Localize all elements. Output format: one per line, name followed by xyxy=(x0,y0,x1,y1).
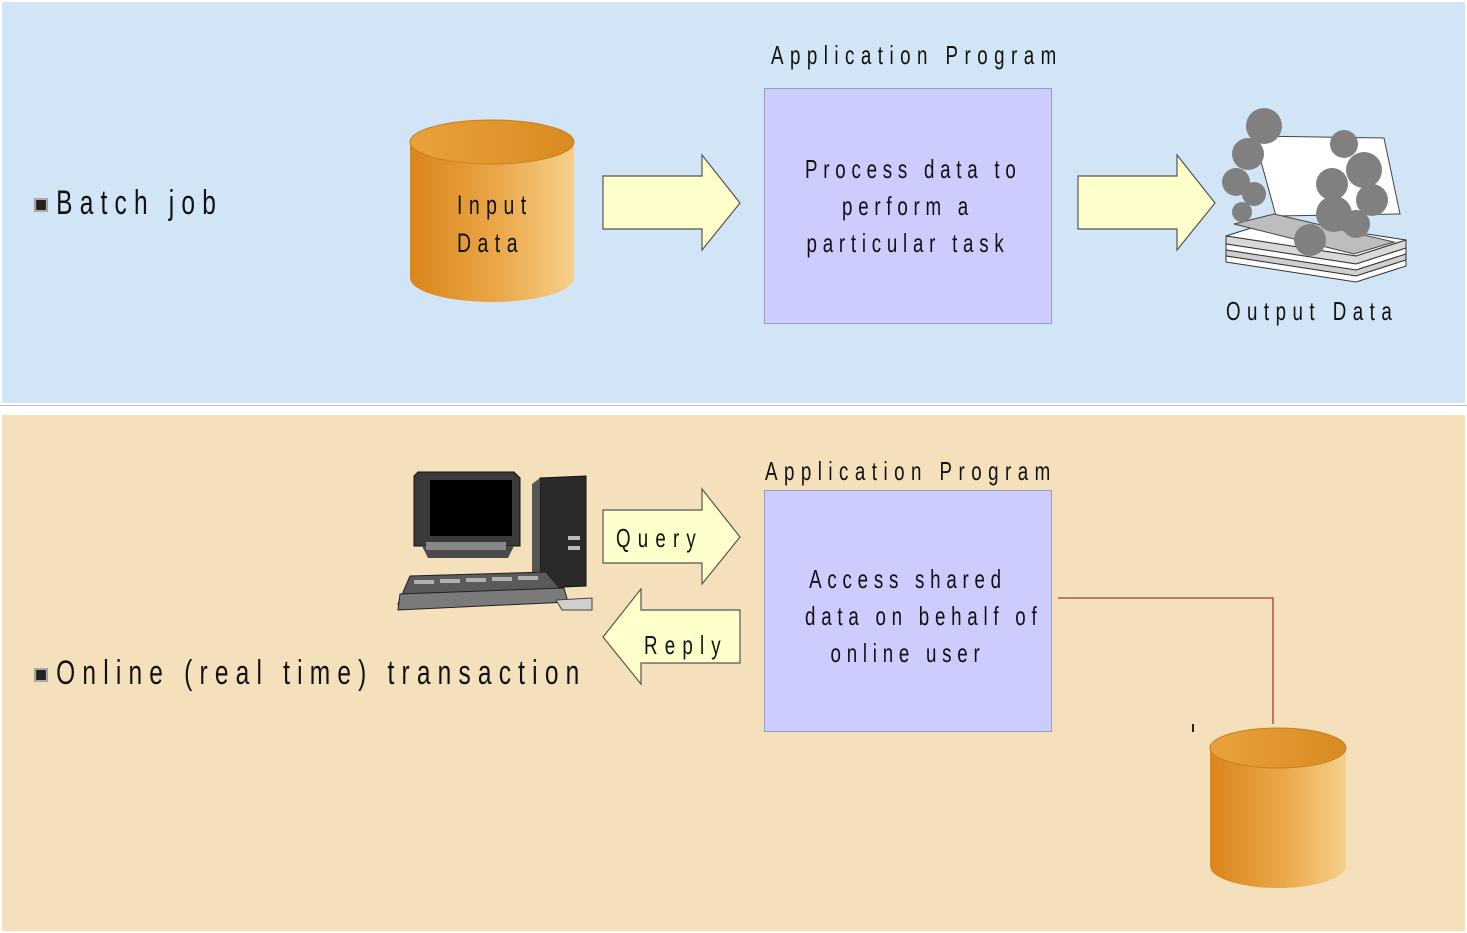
reply-left-arrow-icon xyxy=(602,587,741,686)
online-transaction-bullet: Online (real time) transaction xyxy=(34,654,587,693)
online-transaction-label: Online (real time) transaction xyxy=(56,654,587,692)
input-label-line1: Input xyxy=(457,190,533,220)
online-process-line3: online user xyxy=(830,638,986,668)
batch-process-box: Process data to perform a particular tas… xyxy=(764,88,1052,324)
input-data-label: Input Data xyxy=(457,186,533,262)
database-cylinder-icon xyxy=(409,119,575,302)
right-arrow-icon xyxy=(1077,153,1216,252)
query-right-arrow-icon xyxy=(602,487,741,586)
square-bullet-icon xyxy=(34,198,48,213)
batch-app-program-title: Application Program xyxy=(771,40,1063,70)
shared-database-cylinder-icon xyxy=(1209,727,1347,888)
online-process-line1: Access shared xyxy=(809,564,1007,594)
database-connector-line xyxy=(1058,597,1274,724)
online-process-text: Access shared data on behalf of online u… xyxy=(765,561,1051,672)
batch-job-label: Batch job xyxy=(56,184,224,222)
batch-process-line3: particular task xyxy=(806,228,1010,258)
batch-job-bullet: Batch job xyxy=(34,184,224,223)
printer-output-icon xyxy=(1222,108,1407,283)
section-separator xyxy=(0,405,1467,414)
computer-workstation-icon xyxy=(397,471,593,611)
batch-process-text: Process data to perform a particular tas… xyxy=(765,151,1051,262)
batch-process-line2: perform a xyxy=(842,191,974,221)
small-tick-mark xyxy=(1192,724,1194,732)
online-app-program-title: Application Program xyxy=(765,456,1057,486)
batch-process-line1: Process data to xyxy=(805,154,1022,184)
online-process-box: Access shared data on behalf of online u… xyxy=(764,490,1052,732)
right-arrow-icon xyxy=(602,153,741,252)
input-label-line2: Data xyxy=(457,228,524,258)
reply-label: Reply xyxy=(644,630,728,660)
online-process-line2: data on behalf of xyxy=(805,601,1043,631)
query-label: Query xyxy=(616,523,703,553)
output-data-label: Output Data xyxy=(1226,296,1399,326)
square-bullet-icon xyxy=(34,668,48,683)
